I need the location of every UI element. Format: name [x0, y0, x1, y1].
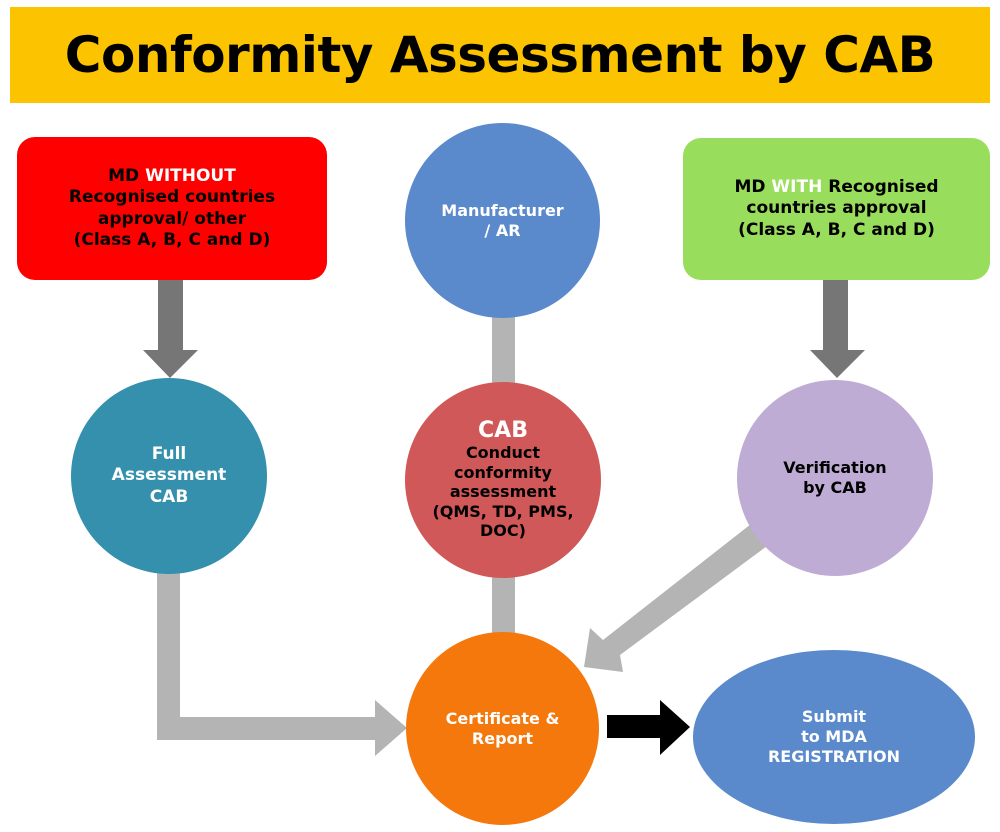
arrow-without-to-full — [143, 278, 198, 378]
submit-text: Submit to MDA REGISTRATION — [768, 707, 900, 767]
submit-mda-registration-node: Submit to MDA REGISTRATION — [693, 650, 975, 824]
md-label: MD — [734, 177, 772, 198]
diagonal-arrow-verification-to-certificate — [584, 524, 767, 672]
full-assessment-text: Full Assessment CAB — [112, 444, 227, 508]
title-bar: Conformity Assessment by CAB — [10, 7, 990, 103]
verification-text: Verification by CAB — [783, 458, 886, 498]
full-line-1: Full — [151, 444, 187, 465]
md-label: MD — [108, 166, 146, 186]
with-line-2: countries approval — [746, 198, 927, 219]
full-assessment-node: Full Assessment CAB — [71, 378, 267, 574]
page-title: Conformity Assessment by CAB — [64, 26, 936, 84]
full-line-2: Assessment — [111, 465, 227, 486]
cab-conformity-node: CAB Conduct conformity assessment (QMS, … — [405, 382, 601, 578]
md-with-approval-box: MD WITH Recognised countries approval (C… — [683, 138, 990, 280]
connector-cab-certificate — [492, 570, 515, 640]
cab-line-5: DOC) — [480, 521, 526, 541]
verification-line-2: by CAB — [803, 478, 867, 497]
without-highlight: WITHOUT — [145, 166, 236, 186]
manufacturer-text: Manufacturer / AR — [441, 201, 563, 241]
cab-line-3: assessment — [449, 482, 557, 502]
without-line-4: (Class A, B, C and D) — [73, 229, 271, 250]
without-line-3: approval/ other — [97, 208, 247, 229]
full-line-3: CAB — [149, 486, 189, 507]
cab-line-2: conformity — [454, 462, 552, 482]
without-line-2: Recognised countries — [68, 187, 276, 208]
verification-line-1: Verification — [783, 458, 887, 477]
manufacturer-ar-node: Manufacturer / AR — [405, 123, 600, 318]
manufacturer-line-2: / AR — [484, 220, 521, 240]
certificate-line-1: Certificate & — [445, 708, 560, 728]
md-without-approval-box: MD WITHOUT Recognised countries approval… — [17, 137, 327, 280]
with-suffix: Recognised — [822, 177, 939, 198]
cab-heading: CAB — [478, 418, 528, 444]
certificate-text: Certificate & Report — [446, 709, 560, 749]
elbow-arrow-full-to-certificate — [157, 568, 407, 756]
cab-line-1: Conduct — [465, 443, 541, 463]
certificate-report-node: Certificate & Report — [406, 632, 599, 825]
md-without-approval-text: MD WITHOUT Recognised countries approval… — [69, 166, 275, 251]
submit-line-2: to MDA — [801, 727, 867, 746]
with-highlight: WITH — [771, 177, 823, 198]
cab-line-4: (QMS, TD, PMS, — [432, 501, 574, 521]
arrow-with-to-verification — [810, 278, 865, 378]
connector-manufacturer-cab — [492, 310, 515, 390]
arrow-certificate-to-submit — [607, 700, 690, 755]
md-with-approval-text: MD WITH Recognised countries approval (C… — [734, 177, 938, 241]
verification-node: Verification by CAB — [737, 380, 933, 576]
submit-line-3: REGISTRATION — [767, 747, 901, 766]
with-line-3: (Class A, B, C and D) — [738, 219, 935, 240]
cab-body: Conduct conformity assessment (QMS, TD, … — [432, 443, 573, 541]
submit-line-1: Submit — [801, 707, 867, 726]
manufacturer-line-1: Manufacturer — [441, 200, 564, 220]
certificate-line-2: Report — [471, 728, 534, 748]
